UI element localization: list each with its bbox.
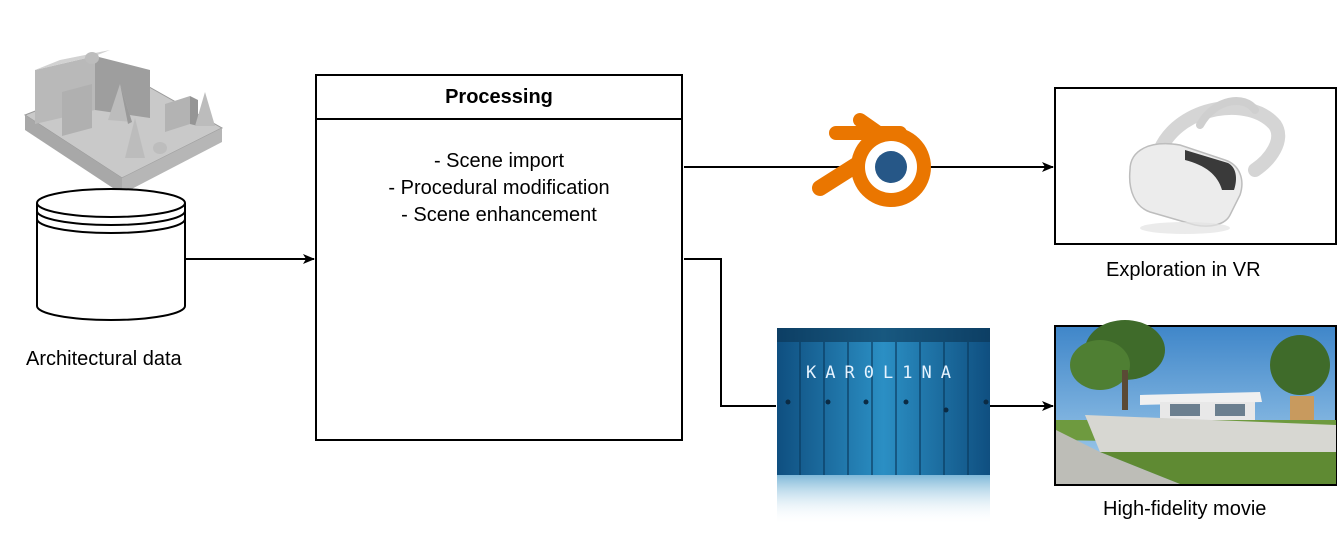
processing-steps: - Scene import - Procedural modification… xyxy=(317,148,681,229)
architectural-data-label: Architectural data xyxy=(26,348,182,370)
vr-headset-icon xyxy=(1054,87,1337,245)
database-cylinder-icon xyxy=(36,188,186,321)
blender-logo-icon xyxy=(812,113,931,207)
architectural-model-icon xyxy=(23,50,224,194)
processing-step: - Scene import xyxy=(433,150,565,172)
supercomputer-icon: KAR0L1NA xyxy=(777,328,990,525)
movie-label: High-fidelity movie xyxy=(1103,498,1267,520)
vr-label: Exploration in VR xyxy=(1106,259,1261,281)
house-render-icon xyxy=(1054,320,1337,486)
edge-processing-to-hpc xyxy=(684,258,776,407)
hpc-name-label: KAR0L1NA xyxy=(806,363,960,383)
processing-box: Processing - Scene import - Procedural m… xyxy=(315,74,683,441)
processing-step: - Procedural modification xyxy=(388,177,610,199)
processing-title: Processing xyxy=(317,76,681,120)
processing-step: - Scene enhancement xyxy=(401,204,597,226)
